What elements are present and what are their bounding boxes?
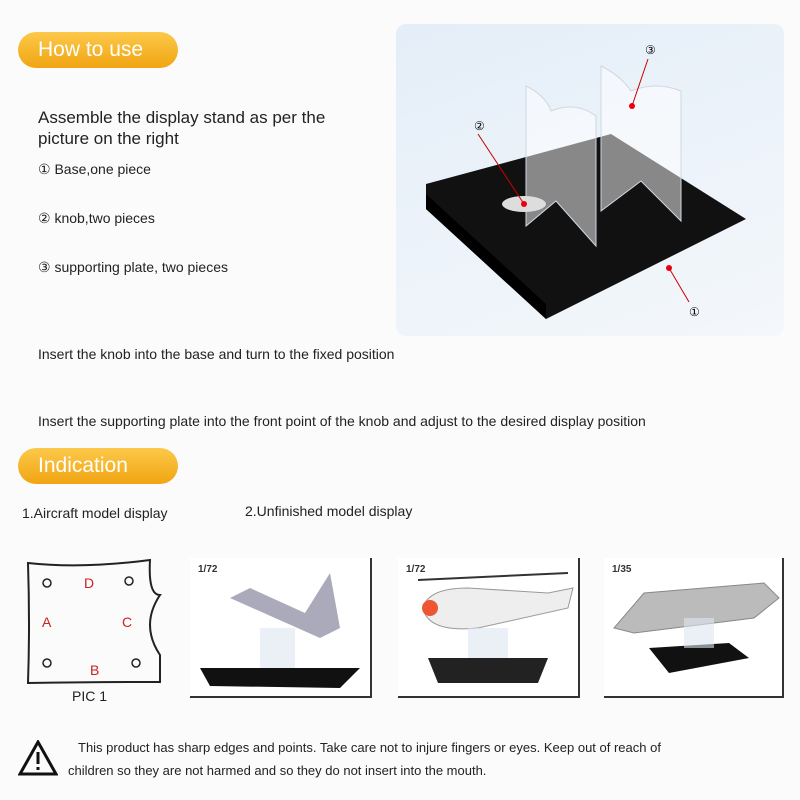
- label-b: B: [90, 662, 99, 678]
- step-1: Insert the knob into the base and turn t…: [38, 346, 395, 362]
- label-d: D: [84, 575, 94, 591]
- photo-aircraft: 1/72: [190, 558, 372, 698]
- scale-label: 1/35: [612, 564, 632, 575]
- part-base: ① Base,one piece: [38, 161, 151, 177]
- intro-line-2: picture on the right: [38, 129, 179, 148]
- step-2: Insert the supporting plate into the fro…: [38, 413, 646, 429]
- how-to-use-banner: How to use: [18, 32, 178, 68]
- stand-assembly-image: ② ③ ①: [396, 24, 784, 336]
- warning-line-1: This product has sharp edges and points.…: [78, 740, 661, 755]
- scale-label: 1/72: [198, 564, 218, 575]
- scale-label: 1/72: [406, 564, 426, 575]
- photo-helicopter: 1/72: [398, 558, 580, 698]
- pic1-caption: PIC 1: [72, 688, 108, 704]
- indication-banner: Indication: [18, 448, 178, 484]
- label-c: C: [122, 614, 132, 630]
- photo-unfinished-model: 1/35: [604, 558, 784, 698]
- callout-1: ①: [689, 305, 700, 319]
- part-knob: ② knob,two pieces: [38, 210, 155, 226]
- part-plate: ③ supporting plate, two pieces: [38, 259, 228, 275]
- label-a: A: [42, 614, 52, 630]
- pic1-diagram: D A C B: [22, 555, 162, 690]
- warning-icon: [17, 738, 59, 776]
- callout-2: ②: [474, 119, 485, 133]
- warning-line-2: children so they are not harmed and so t…: [68, 763, 487, 778]
- callout-3: ③: [645, 43, 656, 57]
- intro-line-1: Assemble the display stand as per the: [38, 108, 326, 127]
- item-aircraft: 1.Aircraft model display: [22, 505, 168, 521]
- item-unfinished: 2.Unfinished model display: [245, 503, 413, 519]
